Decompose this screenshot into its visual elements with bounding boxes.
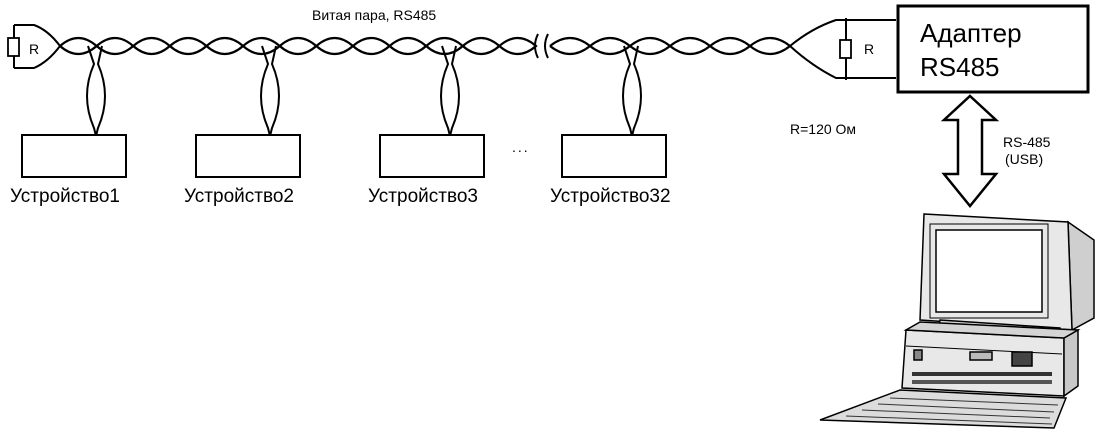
twisted-pair-icon [315,36,355,56]
cable-label: Витая пара, RS485 [312,7,436,23]
device-3: Устройство3 [368,45,485,207]
device-group: Устройство1 Устройство2 Устройство3 Устройс… [10,45,671,207]
double-arrow-icon [940,94,1000,208]
device-stub-cable [622,45,642,137]
twisted-pair-icon [549,36,592,56]
device-stub-cable [440,45,460,137]
device-box [561,134,667,178]
right-terminator: R [789,18,896,80]
link-label-line1: RS-485 [1003,134,1051,150]
twisted-pair-icon [352,36,392,56]
device-label: Устройство1 [10,186,120,207]
twisted-pair-icon [425,36,465,56]
device-stub-cable [86,45,106,137]
link-label-line2: (USB) [1005,151,1043,167]
twisted-pair-icon [59,36,99,56]
device-box [21,134,127,178]
resistor-icon [7,37,20,57]
twisted-pair-icon [95,36,135,56]
adapter-box: Адаптер RS485 [896,4,1090,94]
device-box [379,134,485,178]
twisted-pair-icon [669,36,712,56]
resistor-value-note: R=120 Ом [790,121,856,137]
adapter-subtitle: RS485 [920,52,1000,82]
cable-break-mark [534,33,549,59]
twisted-pair-icon [388,36,428,56]
twisted-pair-icon [749,36,792,56]
twisted-pair-icon [132,36,172,56]
twisted-pair-bus [59,36,792,56]
device-label: Устройство3 [368,186,478,207]
twisted-pair-icon [169,36,209,56]
right-resistor-label: R [864,41,874,57]
computer-icon [819,213,1095,429]
device-4: Устройство32 [550,45,671,207]
adapter-title: Адаптер [920,18,1022,48]
left-resistor-label: R [29,41,39,57]
twisted-pair-icon [709,36,752,56]
twisted-pair-icon [462,36,502,56]
device-label: Устройство32 [550,186,671,207]
ellipsis: ... [512,139,530,155]
device-stub-cable [260,45,280,137]
device-1: Устройство1 [10,45,127,207]
device-box [195,134,301,178]
twisted-pair-icon [498,36,538,56]
left-terminator: R [7,24,61,69]
resistor-icon [839,39,852,59]
twisted-pair-icon [242,36,282,56]
monitor-screen [935,229,1043,313]
device-label: Устройство2 [184,186,294,207]
twisted-pair-icon [205,36,245,56]
device-2: Устройство2 [184,45,301,207]
twisted-pair-icon [278,36,318,56]
